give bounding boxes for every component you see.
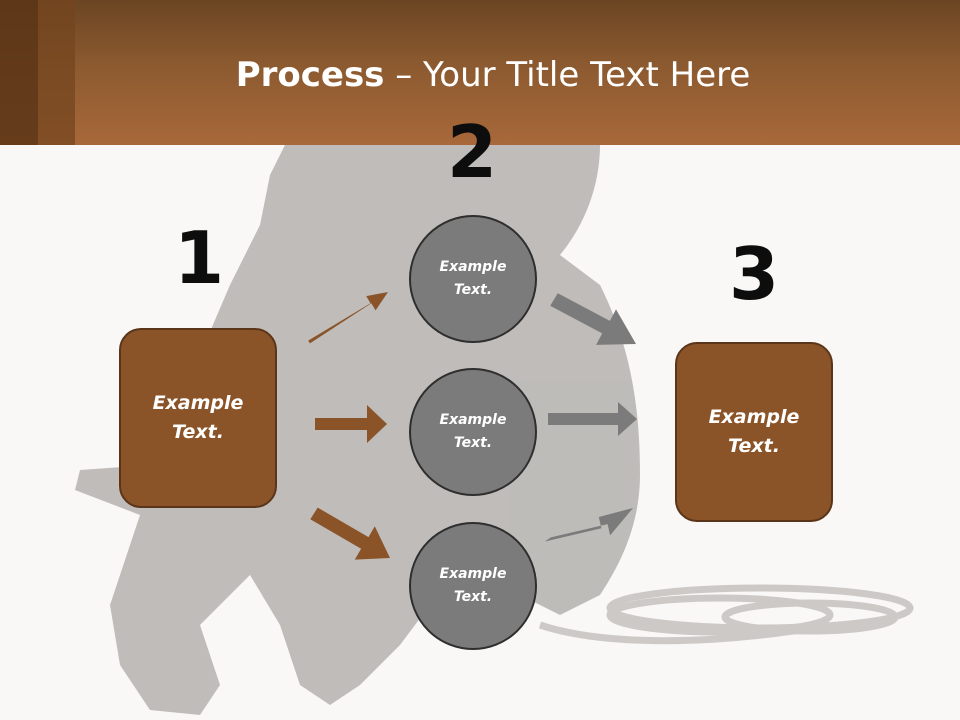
step-1-text-line2: Text. (172, 421, 224, 443)
circle-middle-line2: Text. (453, 435, 493, 451)
circle-top: Example Text. (409, 215, 537, 343)
step-3-text-line1: Example (708, 406, 800, 428)
step-1-text-line1: Example (152, 392, 244, 414)
arrow-to-circle-bottom (310, 507, 390, 560)
circle-top-line2: Text. (453, 282, 493, 298)
arrow-to-circle-middle (315, 405, 387, 443)
title-rest: – Your Title Text Here (384, 55, 751, 95)
step-number-2: 2 (446, 110, 498, 194)
circle-bottom-line2: Text. (453, 589, 493, 605)
circle-bottom-line1: Example (439, 566, 507, 582)
arrow-to-step-3-middle (548, 402, 637, 436)
circle-middle: Example Text. (409, 368, 537, 496)
circle-top-line1: Example (439, 259, 507, 275)
step-1-box: Example Text. (119, 328, 277, 508)
step-number-1: 1 (173, 216, 225, 300)
step-number-3: 3 (728, 232, 780, 316)
step-3-box: Example Text. (675, 342, 833, 522)
title-bar (0, 0, 960, 145)
step-3-text-line2: Text. (728, 435, 780, 457)
arrow-to-step-3-lower (544, 508, 633, 542)
circle-middle-line1: Example (439, 412, 507, 428)
header-accent-stripe (38, 0, 75, 145)
header-accent-stripe (0, 0, 38, 145)
slide-title: Process – Your Title Text Here (0, 52, 960, 98)
arrow-to-step-3-upper (550, 293, 636, 345)
arrow-to-circle-top (308, 292, 388, 344)
circle-bottom: Example Text. (409, 522, 537, 650)
title-bold-word: Process (235, 55, 385, 95)
